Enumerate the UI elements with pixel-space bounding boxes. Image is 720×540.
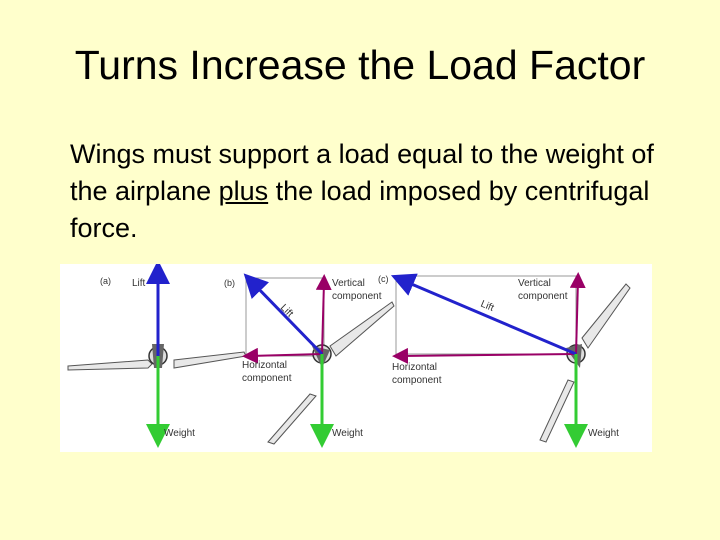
panel-b-horizontal-label-1: Horizontal xyxy=(242,360,287,371)
panel-b-vertical-label-1: Vertical xyxy=(332,278,365,289)
body-text-part2: the load imposed by centrifugal force. xyxy=(70,176,650,243)
body-text-part1: Wings must support a load equal to the w… xyxy=(70,139,654,206)
panel-b-tag: (b) xyxy=(224,278,235,288)
panel-a: (a) Lift Weight xyxy=(67,264,247,448)
panel-c-horizontal-label-2: component xyxy=(392,375,442,386)
panel-b: (b) Vertical component Lift Horizontal c… xyxy=(224,273,395,448)
panel-c-component-box xyxy=(395,275,577,355)
panel-c-lift-label: Lift xyxy=(479,299,496,314)
panel-c-vertical-label-1: Vertical xyxy=(518,278,551,289)
panel-a-weight-label: Weight xyxy=(164,428,195,439)
panel-c-vertical-label-2: component xyxy=(518,291,568,302)
panel-c: (c) Vertical component Lift Horizontal c… xyxy=(378,272,631,448)
panel-b-horizontal-component xyxy=(242,347,323,364)
panel-b-horizontal-label-2: component xyxy=(242,373,292,384)
panel-c-horizontal-label-1: Horizontal xyxy=(392,362,437,373)
panel-c-weight-label: Weight xyxy=(588,428,619,439)
panel-c-lift-vector xyxy=(390,273,577,356)
panel-c-horizontal-component xyxy=(392,347,577,364)
panel-b-lift-vector xyxy=(243,273,324,356)
panel-a-tag: (a) xyxy=(100,276,111,286)
panel-b-weight-label: Weight xyxy=(332,428,363,439)
slide-title: Turns Increase the Load Factor xyxy=(74,42,646,88)
panel-b-vertical-component xyxy=(315,274,332,355)
panel-b-lift-label: Lift xyxy=(278,302,295,319)
panel-b-vertical-label-2: component xyxy=(332,291,382,302)
panel-a-lift-label: Lift xyxy=(132,278,146,289)
slide-body-text: Wings must support a load equal to the w… xyxy=(70,136,670,247)
panel-c-tag: (c) xyxy=(378,274,389,284)
load-factor-figure: (a) Lift Weight (b) Vertical component L… xyxy=(60,264,652,452)
panel-c-vertical-component xyxy=(569,272,586,355)
body-emphasis: plus xyxy=(218,176,269,206)
airplane-bank-steep-icon xyxy=(539,283,631,443)
